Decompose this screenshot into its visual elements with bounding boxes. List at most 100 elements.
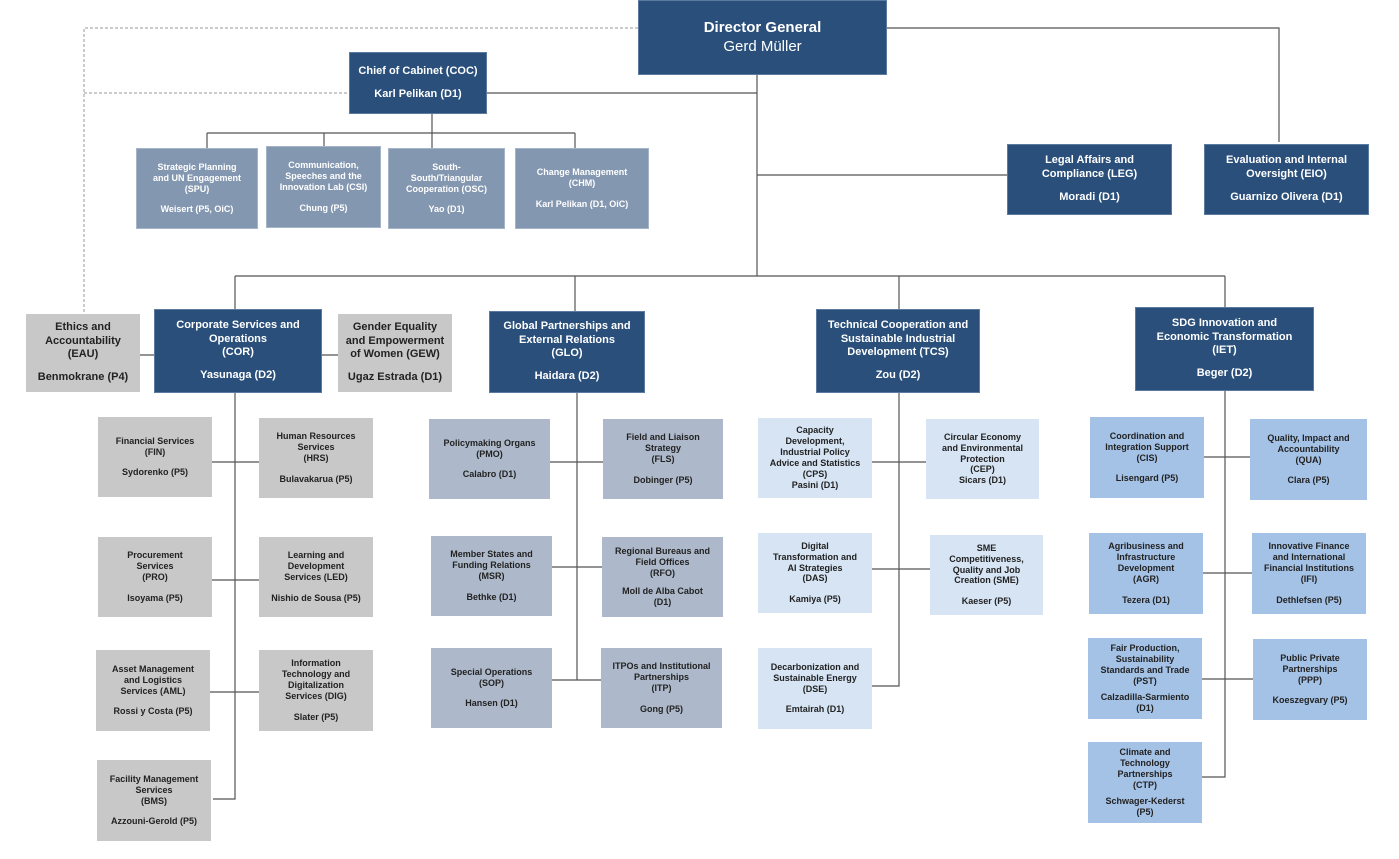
connector-iet-spine — [1201, 390, 1253, 778]
unit-head: Slater (P5) — [293, 711, 339, 722]
directorate-iet[interactable]: SDG Innovation and Economic Transformati… — [1135, 307, 1314, 391]
unit-title: Facility Management Services (BMS) — [109, 773, 199, 806]
connector-dg-eio — [887, 27, 1280, 142]
unit-pmo[interactable]: Policymaking Organs (PMO) Calabro (D1) — [429, 419, 550, 499]
directorate-head: Beger (D2) — [1196, 367, 1253, 380]
unit-head: Karl Pelikan (D1, OiC) — [535, 198, 629, 209]
unit-head: Nishio de Sousa (P5) — [271, 592, 361, 603]
unit-ifi[interactable]: Innovative Finance and International Fin… — [1252, 533, 1366, 614]
unit-cis[interactable]: Coordination and Integration Support (CI… — [1090, 417, 1204, 498]
directorate-tcs[interactable]: Technical Cooperation and Sustainable In… — [816, 309, 980, 393]
connector-directorates-bus — [234, 275, 1226, 312]
unit-title: Asset Management and Logistics Services … — [111, 663, 195, 696]
unit-hrs[interactable]: Human Resources Services (HRS) Bulavakar… — [259, 418, 373, 498]
directorate-title: Corporate Services and Operations (COR) — [176, 319, 300, 358]
unit-title: Quality, Impact and Accountability (QUA) — [1267, 432, 1350, 465]
unit-led[interactable]: Learning and Development Services (LED) … — [259, 537, 373, 617]
unit-head: Schwager-Kederst (P5) — [1105, 796, 1185, 818]
unit-fin[interactable]: Financial Services (FIN) Sydorenko (P5) — [98, 417, 212, 497]
unit-sme[interactable]: SME Competitiveness, Quality and Job Cre… — [930, 535, 1043, 615]
unit-bms[interactable]: Facility Management Services (BMS) Azzou… — [97, 760, 211, 841]
directorate-title: Global Partnerships and External Relatio… — [503, 320, 631, 359]
unit-chm[interactable]: Change Management (CHM) Karl Pelikan (D1… — [515, 148, 649, 229]
unit-head: Dethlefsen (P5) — [1276, 594, 1342, 605]
unit-title: Strategic Planning and UN Engagement (SP… — [152, 161, 241, 194]
unit-head: Hansen (D1) — [465, 698, 518, 709]
unit-title: Public Private Partnerships (PPP) — [1280, 652, 1340, 685]
unit-head: Bethke (D1) — [466, 591, 517, 602]
unit-title: Field and Liaison Strategy (FLS) — [626, 432, 700, 464]
unit-cep[interactable]: Circular Economy and Environmental Prote… — [926, 419, 1039, 499]
unit-rfo[interactable]: Regional Bureaus and Field Offices (RFO)… — [602, 537, 723, 617]
unit-title: Digital Transformation and AI Strategies… — [772, 540, 857, 584]
unit-pst[interactable]: Fair Production, Sustainability Standard… — [1088, 638, 1202, 719]
unit-title: Gender Equality and Empowerment of Women… — [345, 321, 445, 360]
unit-fls[interactable]: Field and Liaison Strategy (FLS) Dobinge… — [603, 419, 723, 499]
unit-title: ITPOs and Institutional Partnerships (IT… — [612, 661, 711, 693]
director-general-box[interactable]: Director General Gerd Müller — [638, 0, 887, 75]
unit-title: Information Technology and Digitalizatio… — [281, 658, 351, 701]
unit-head: Sicars (D1) — [958, 475, 1007, 486]
unit-title: Human Resources Services (HRS) — [276, 431, 356, 463]
unit-title: Agribusiness and Infrastructure Developm… — [1108, 541, 1184, 584]
unit-sop[interactable]: Special Operations (SOP) Hansen (D1) — [431, 648, 552, 728]
unit-spu[interactable]: Strategic Planning and UN Engagement (SP… — [136, 148, 258, 229]
directorate-cor[interactable]: Corporate Services and Operations (COR) … — [154, 309, 322, 393]
unit-head: Lisengard (P5) — [1115, 473, 1179, 484]
unit-head: Ugaz Estrada (D1) — [347, 371, 443, 384]
unit-title: South- South/Triangular Cooperation (OSC… — [406, 161, 487, 194]
unit-eau[interactable]: Ethics and Accountability (EAU) Benmokra… — [26, 314, 140, 392]
unit-title: Innovative Finance and International Fin… — [1263, 541, 1354, 584]
office-leg[interactable]: Legal Affairs and Compliance (LEG) Morad… — [1007, 144, 1172, 215]
connector-cor-spine — [182, 393, 259, 800]
unit-head: Sydorenko (P5) — [121, 467, 188, 478]
unit-osc[interactable]: South- South/Triangular Cooperation (OSC… — [388, 148, 505, 229]
unit-head: Calabro (D1) — [462, 469, 517, 480]
unit-dse[interactable]: Decarbonization and Sustainable Energy (… — [758, 648, 872, 729]
unit-title: Coordination and Integration Support (CI… — [1105, 430, 1189, 463]
unit-head: Koeszegvary (P5) — [1272, 695, 1348, 706]
chief-of-cabinet-title: Chief of Cabinet (COC) — [358, 64, 478, 77]
connector-glo-spine — [550, 393, 603, 681]
directorate-head: Haidara (D2) — [534, 370, 600, 383]
unit-cps[interactable]: Capacity Development, Industrial Policy … — [758, 418, 872, 498]
director-general-title: Director General — [703, 18, 822, 36]
directorate-title: SDG Innovation and Economic Transformati… — [1156, 317, 1293, 356]
unit-itp[interactable]: ITPOs and Institutional Partnerships (IT… — [601, 648, 722, 728]
office-eio[interactable]: Evaluation and Internal Oversight (EIO) … — [1204, 144, 1369, 215]
directorate-title: Technical Cooperation and Sustainable In… — [827, 319, 969, 358]
unit-title: Capacity Development, Industrial Policy … — [769, 425, 861, 479]
unit-title: Circular Economy and Environmental Prote… — [941, 431, 1023, 475]
unit-aml[interactable]: Asset Management and Logistics Services … — [96, 650, 210, 731]
unit-head: Dobinger (P5) — [633, 474, 693, 485]
unit-head: Chung (P5) — [299, 202, 348, 213]
unit-pro[interactable]: Procurement Services (PRO) Isoyama (P5) — [98, 537, 212, 617]
unit-title: Decarbonization and Sustainable Energy (… — [770, 661, 860, 694]
unit-head: Calzadilla-Sarmiento (D1) — [1100, 692, 1190, 714]
unit-title: Learning and Development Services (LED) — [284, 550, 348, 582]
chief-of-cabinet-box[interactable]: Chief of Cabinet (COC) Karl Pelikan (D1) — [349, 52, 487, 114]
unit-head: Kaeser (P5) — [961, 596, 1012, 607]
chief-of-cabinet-name: Karl Pelikan (D1) — [374, 88, 462, 100]
dotted-connector-dg-ethics — [83, 27, 638, 314]
connector-coc-units — [206, 113, 576, 148]
unit-gew[interactable]: Gender Equality and Empowerment of Women… — [338, 314, 452, 392]
unit-title: Fair Production, Sustainability Standard… — [1100, 642, 1190, 686]
unit-dig[interactable]: Information Technology and Digitalizatio… — [259, 650, 373, 731]
connector-tcs-spine — [870, 393, 930, 687]
unit-head: Pasini (D1) — [791, 479, 839, 490]
unit-msr[interactable]: Member States and Funding Relations (MSR… — [431, 536, 552, 616]
office-head: Moradi (D1) — [1059, 191, 1120, 204]
unit-ppp[interactable]: Public Private Partnerships (PPP) Koesze… — [1253, 639, 1367, 720]
unit-head: Yao (D1) — [428, 204, 465, 215]
unit-csi[interactable]: Communication, Speeches and the Innovati… — [266, 146, 381, 228]
unit-ctp[interactable]: Climate and Technology Partnerships (CTP… — [1088, 742, 1202, 823]
unit-title: Regional Bureaus and Field Offices (RFO) — [614, 545, 711, 578]
directorate-head: Zou (D2) — [875, 369, 921, 382]
unit-das[interactable]: Digital Transformation and AI Strategies… — [758, 533, 872, 613]
unit-agr[interactable]: Agribusiness and Infrastructure Developm… — [1089, 533, 1203, 614]
unit-head: Isoyama (P5) — [127, 592, 183, 603]
directorate-glo[interactable]: Global Partnerships and External Relatio… — [489, 311, 645, 393]
unit-qua[interactable]: Quality, Impact and Accountability (QUA)… — [1250, 419, 1367, 500]
